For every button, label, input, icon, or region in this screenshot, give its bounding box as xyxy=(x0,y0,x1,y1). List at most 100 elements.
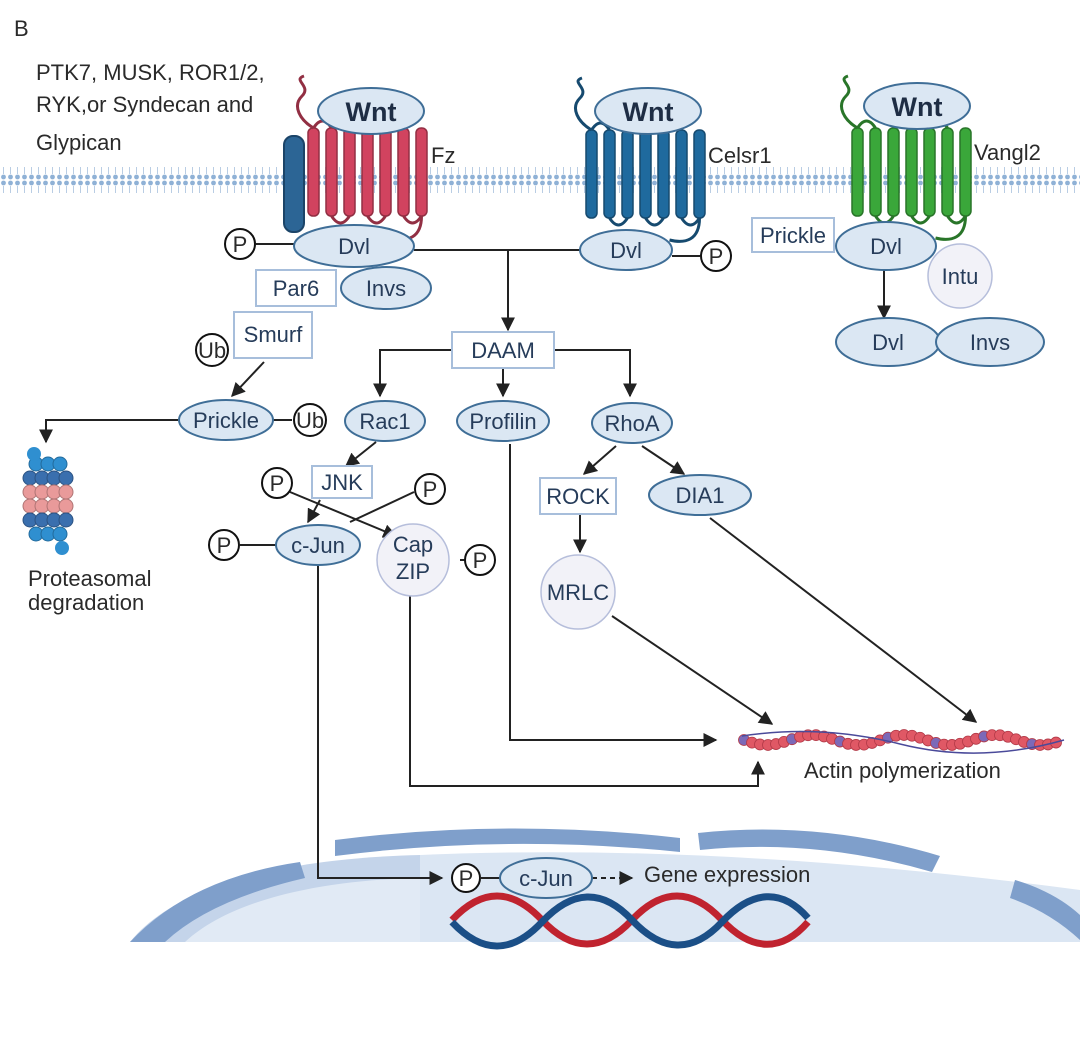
celsr1-label: Celsr1 xyxy=(708,143,772,168)
invs-node-left-label: Invs xyxy=(366,276,406,301)
dia1-node xyxy=(648,474,752,516)
rhoa-node xyxy=(591,402,673,444)
invs-node-right xyxy=(935,317,1045,367)
invs-node-left xyxy=(340,266,432,310)
proteasome-icon xyxy=(22,447,74,555)
wnt-ligand-celsr1-label: Wnt xyxy=(623,97,674,127)
nuclear-envelope-right xyxy=(1010,880,1080,940)
receptor-loop xyxy=(856,119,877,129)
transmembrane-helix xyxy=(621,129,634,219)
dvl-node-right xyxy=(835,221,937,271)
fz-receptor xyxy=(296,74,428,241)
prickle-node xyxy=(178,399,274,441)
transmembrane-helix xyxy=(325,127,338,217)
dvl-node-left xyxy=(293,224,415,268)
transmembrane-helix xyxy=(657,129,670,219)
fz-label: Fz xyxy=(431,143,455,168)
transmembrane-helix xyxy=(693,129,706,219)
edge-cjun-nucleus xyxy=(317,566,444,885)
jnk-label: JNK xyxy=(321,470,363,495)
coreceptor-line-2: RYK,or Syndecan and xyxy=(36,92,253,117)
rock-label: ROCK xyxy=(546,484,610,509)
intu-node xyxy=(927,243,993,309)
nuclear-envelope-left xyxy=(130,862,305,942)
dna-double-helix xyxy=(449,892,811,950)
phospho-tag-label: P xyxy=(473,548,488,573)
proteasome-subunit xyxy=(58,512,74,528)
phospho-tag-label: P xyxy=(233,232,248,257)
cjun-label: c-Jun xyxy=(291,533,345,558)
proteasome-subunit xyxy=(58,484,74,500)
ubiquitin-tag-label: Ub xyxy=(296,408,324,433)
rac1-label: Rac1 xyxy=(359,409,410,434)
nuclear-envelope-top-right xyxy=(698,829,940,872)
proteasome-cap xyxy=(27,447,41,461)
receptor-n-terminus xyxy=(840,74,859,130)
transmembrane-helix xyxy=(343,127,356,217)
phospho-tag-label: P xyxy=(217,533,232,558)
intu-label: Intu xyxy=(942,264,979,289)
transmembrane-helix xyxy=(941,127,954,217)
edge-jnk-cjun xyxy=(307,499,321,524)
proteasome-cap xyxy=(55,541,69,555)
edge-rhoa-dia1 xyxy=(641,445,686,475)
smurf-label: Smurf xyxy=(244,322,304,347)
panel-label: B xyxy=(14,16,29,41)
phospho-tag-label: P xyxy=(270,471,285,496)
transmembrane-helix xyxy=(603,129,616,219)
wnt-ligand-fz-label: Wnt xyxy=(346,97,397,127)
receptor-loop xyxy=(366,215,387,225)
proteasome-subunit xyxy=(58,470,74,486)
edge-profilin-actin xyxy=(509,444,718,747)
transmembrane-helix xyxy=(923,127,936,217)
proteasome-subunit xyxy=(52,456,68,472)
phospho-tag-label: P xyxy=(423,477,438,502)
profilin-node xyxy=(456,400,550,442)
cjun-nucleus-node xyxy=(499,857,593,899)
prickle-box-label: Prickle xyxy=(760,223,826,248)
wnt-ligand-vangl2 xyxy=(863,82,971,130)
rac1-node xyxy=(344,400,426,442)
nucleus xyxy=(130,828,1080,942)
capzip-label-1: Cap xyxy=(393,532,433,557)
par6-box xyxy=(255,269,337,307)
edge-rhoa-rock xyxy=(582,445,617,475)
mrlc-node xyxy=(540,554,616,630)
edge-mrlc-actin xyxy=(611,615,774,725)
dia1-label: DIA1 xyxy=(676,483,725,508)
par6-label: Par6 xyxy=(273,276,319,301)
dvl-node-right-label: Dvl xyxy=(870,234,902,259)
daam-box xyxy=(451,331,555,369)
receptor-loop xyxy=(330,215,351,225)
rock-box xyxy=(539,477,617,515)
prickle-box xyxy=(751,217,835,253)
proteasomal-line-1: Proteasomal xyxy=(28,566,152,591)
transmembrane-helix xyxy=(639,129,652,219)
dvl-node-left-label: Dvl xyxy=(338,234,370,259)
phospho-tag xyxy=(208,529,240,561)
rhoa-label: RhoA xyxy=(604,411,659,436)
edge-daam-rhoa xyxy=(554,349,637,398)
transmembrane-helix xyxy=(959,127,972,217)
receptor-loop xyxy=(608,217,629,227)
proteasome-subunit xyxy=(52,526,68,542)
transmembrane-helix xyxy=(869,127,882,217)
capzip-label-2: ZIP xyxy=(396,559,430,584)
receptor-loop xyxy=(644,217,665,227)
wnt-ligand-celsr1 xyxy=(594,87,702,135)
edge-prickle-proteasome xyxy=(39,419,178,444)
phospho-tag xyxy=(700,240,732,272)
transmembrane-helix xyxy=(675,129,688,219)
cjun-nucleus-label: c-Jun xyxy=(519,866,573,891)
proteasomal-line-2: degradation xyxy=(28,590,144,615)
invs-node-right-label: Invs xyxy=(970,330,1010,355)
ubiquitin-tag xyxy=(293,403,327,437)
transmembrane-helix xyxy=(585,129,598,219)
proteasome-subunit xyxy=(58,498,74,514)
transmembrane-helix xyxy=(905,127,918,217)
phospho-tag xyxy=(261,467,293,499)
transmembrane-helix xyxy=(379,127,392,217)
vangl2-receptor xyxy=(840,74,972,241)
transmembrane-helix xyxy=(307,127,320,217)
dvl-node-mid-label: Dvl xyxy=(610,238,642,263)
